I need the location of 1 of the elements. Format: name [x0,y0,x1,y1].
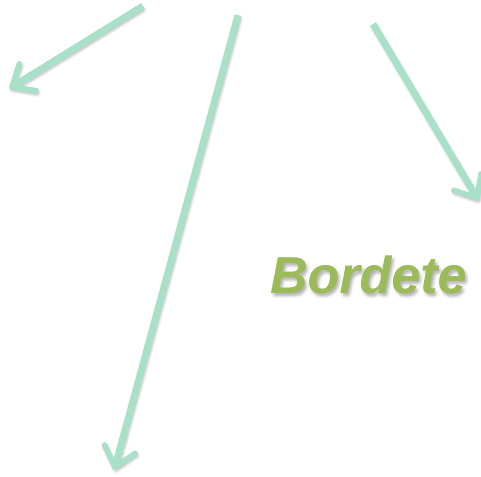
species-label: Bordete [270,248,466,306]
